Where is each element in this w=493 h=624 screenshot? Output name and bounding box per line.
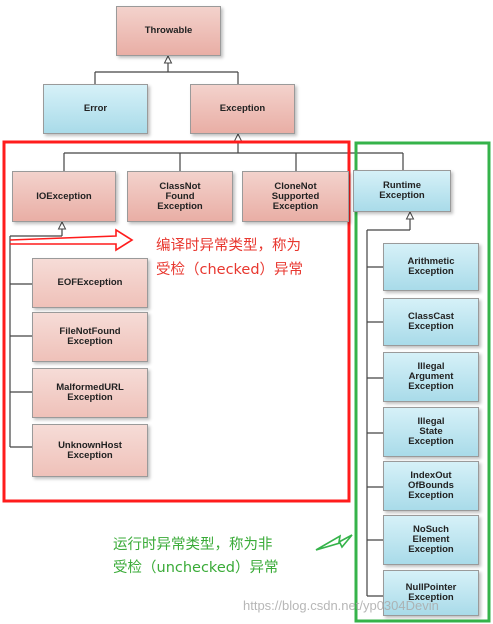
node-classcast: ClassCast Exception xyxy=(383,298,479,346)
watermark: https://blog.csdn.net/yp0304Devin xyxy=(243,598,439,613)
arrow-head-throwable xyxy=(163,54,173,64)
node-throwable: Throwable xyxy=(116,6,221,56)
unchecked-group-box xyxy=(354,141,491,623)
node-unknownhost: UnknownHost Exception xyxy=(32,424,148,477)
unchecked-arrow-icon xyxy=(315,534,353,551)
connector-exception xyxy=(63,134,404,171)
checked-arrow-icon xyxy=(9,228,134,252)
node-exception: Exception xyxy=(190,84,295,134)
node-illegalstate: Illegal State Exception xyxy=(383,407,479,457)
node-filenotfound: FileNotFound Exception xyxy=(32,312,148,362)
unchecked-annotation-line1: 运行时异常类型，称为非 xyxy=(113,537,273,553)
node-error: Error xyxy=(43,84,148,134)
unchecked-annotation-line2: 受检（unchecked）异常 xyxy=(113,560,279,576)
node-malformedurl: MalformedURL Exception xyxy=(32,368,148,418)
checked-group-box xyxy=(2,140,351,503)
node-indexoutofbounds: IndexOut OfBounds Exception xyxy=(383,461,479,511)
node-runtime: Runtime Exception xyxy=(353,170,451,212)
node-classnotfound: ClassNot Found Exception xyxy=(127,171,233,222)
arrow-head-exception xyxy=(233,132,243,142)
node-ioexception: IOException xyxy=(12,171,116,222)
checked-annotation-line1: 编译时异常类型，称为 xyxy=(156,238,301,254)
connector-throwable xyxy=(94,56,239,84)
arrow-head-runtime xyxy=(405,210,415,220)
node-nullpointer: NullPointer Exception xyxy=(383,570,479,616)
node-clonenotsupported: CloneNot Supported Exception xyxy=(242,171,349,222)
node-eof: EOFException xyxy=(32,258,148,308)
node-illegalargument: Illegal Argument Exception xyxy=(383,352,479,402)
checked-annotation-line2: 受检（checked）异常 xyxy=(156,262,304,278)
connectors xyxy=(9,54,415,597)
node-nosuchelement: NoSuch Element Exception xyxy=(383,515,479,565)
arrow-head-ioexception xyxy=(57,220,67,230)
connector-runtime xyxy=(366,212,411,597)
node-arithmetic: Arithmetic Exception xyxy=(383,243,479,291)
